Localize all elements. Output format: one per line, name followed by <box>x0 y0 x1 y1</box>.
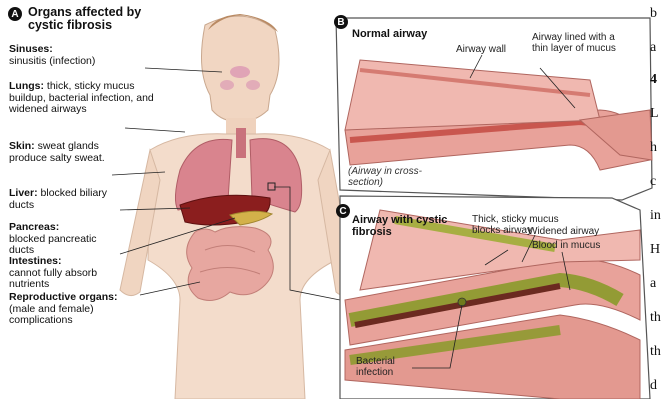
clipped-text-12: d <box>650 378 657 394</box>
panel-a-badge: A <box>8 7 22 21</box>
label-lungs: Lungs: thick, sticky mucus buildup, bact… <box>9 81 174 116</box>
label-skin: Skin: sweat glands produce salty sweat. <box>9 141 117 164</box>
clipped-text-9: a <box>650 276 656 292</box>
clipped-text-4: L <box>650 106 659 122</box>
label-liver: Liver: blocked biliary ducts <box>9 188 121 211</box>
clipped-text-10: th <box>650 310 661 326</box>
clipped-text-5: h <box>650 140 657 156</box>
clipped-text-11: th <box>650 344 661 360</box>
label-reproductive: Reproductive organs: (male and female) c… <box>9 292 129 327</box>
label-intestines: Intestines: cannot fully absorb nutrient… <box>9 256 139 291</box>
blood-in-mucus-label: Blood in mucus <box>532 240 600 251</box>
thin-mucus-label: Airway lined with a thin layer of mucus <box>532 32 632 54</box>
cross-section-caption: (Airway in cross-section) <box>348 166 428 188</box>
clipped-text-7: in <box>650 208 661 224</box>
clipped-text-3: 4 <box>650 72 657 88</box>
panel-c-title: Airway with cystic fibrosis <box>352 214 462 238</box>
clipped-text-1: b <box>650 6 657 22</box>
intestines <box>187 227 274 301</box>
airway-wall-label: Airway wall <box>456 44 506 55</box>
label-pancreas: Pancreas: blocked pancreatic ducts <box>9 222 121 257</box>
bacterial-infection-label: Bacterial infection <box>356 356 416 378</box>
clipped-text-2: a <box>650 40 656 56</box>
clipped-text-6: c <box>650 174 656 190</box>
panel-a-title: Organs affected by cystic fibrosis <box>28 6 178 32</box>
widened-airway-label: Widened airway <box>528 226 599 237</box>
panel-b-title: Normal airway <box>352 28 427 40</box>
label-sinuses: Sinuses: sinusitis (infection) <box>9 44 149 67</box>
clipped-text-8: H <box>650 242 660 258</box>
panel-c-badge: C <box>336 204 350 218</box>
panel-b-badge: B <box>334 15 348 29</box>
